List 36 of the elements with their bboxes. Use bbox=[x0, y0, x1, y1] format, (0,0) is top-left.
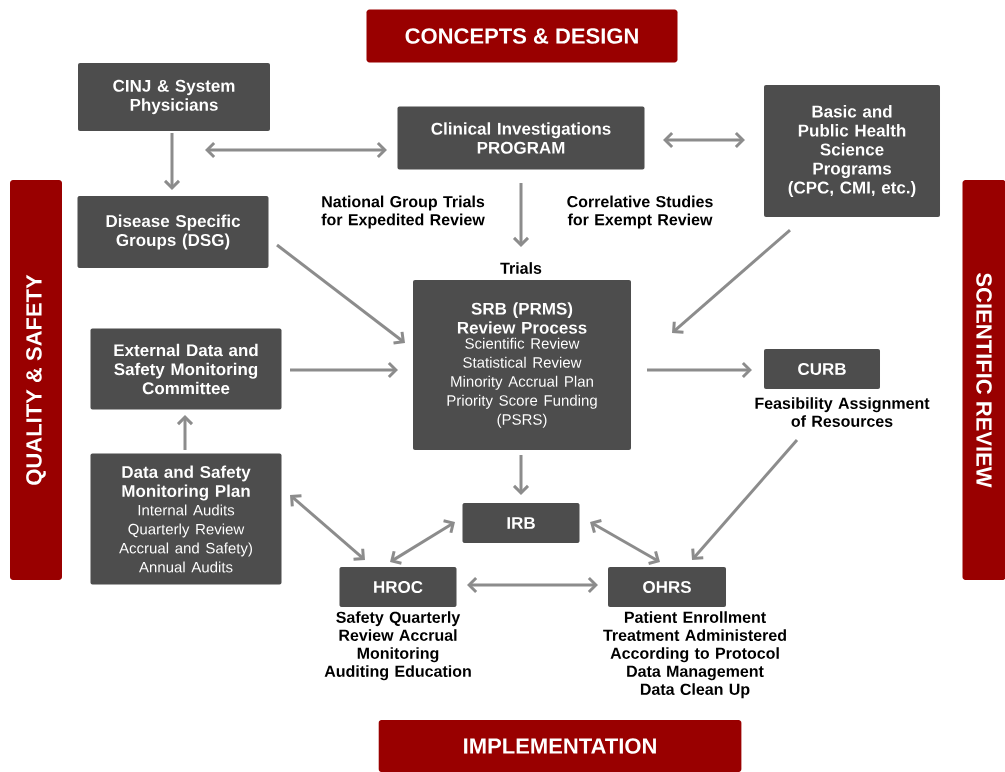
process-box: Data and Safety Monitoring Plan Internal Audits Quarterly Review Accrual and Safety) Annual Audits bbox=[90, 453, 282, 585]
arrow bbox=[663, 131, 745, 149]
arrow bbox=[512, 455, 530, 495]
process-box: External Data and Safety Monitoring Committee bbox=[90, 328, 282, 410]
annotation-text: Correlative Studies for Exempt Review bbox=[567, 195, 713, 229]
process-box: HROC bbox=[339, 567, 457, 607]
process-box: OHRS bbox=[608, 567, 726, 607]
arrow bbox=[276, 243, 405, 345]
process-box: CINJ & System Physicians bbox=[78, 63, 270, 131]
arrow bbox=[176, 415, 194, 450]
process-box: Basic and Public Health Science Programs (CPC, CMI, etc.) bbox=[764, 85, 940, 217]
section-banner: SCIENTIFIC REVIEW bbox=[962, 180, 1005, 580]
arrow bbox=[290, 494, 365, 561]
arrow bbox=[590, 519, 660, 565]
node-caption: Trials bbox=[500, 262, 542, 274]
arrow bbox=[512, 183, 530, 247]
arrow bbox=[691, 439, 799, 560]
process-box: SRB (PRMS) Review Process Scientific Review Statistical Review Minority Accrual Plan Priority Score Funding (PSRS) bbox=[413, 280, 631, 450]
annotation-text: National Group Trials for Expedited Review bbox=[321, 195, 485, 229]
arrow bbox=[467, 576, 598, 594]
process-box: CURB bbox=[764, 349, 880, 389]
arrow bbox=[647, 361, 752, 379]
arrow bbox=[205, 141, 387, 159]
arrow bbox=[390, 519, 455, 565]
node-caption: Patient Enrollment Treatment Administered According to Protocol Data Management Data Clean Up bbox=[603, 611, 786, 699]
node-caption: Safety Quarterly Review Accrual Monitoring Auditing Education bbox=[324, 611, 471, 681]
arrow bbox=[672, 228, 791, 334]
section-banner: IMPLEMENTATION bbox=[378, 720, 742, 772]
process-box: Disease Specific Groups (DSG) bbox=[77, 196, 269, 268]
section-banner: CONCEPTS & DESIGN bbox=[366, 9, 678, 63]
process-box: Clinical Investigations PROGRAM bbox=[397, 106, 645, 170]
section-banner: QUALITY & SAFETY bbox=[10, 180, 62, 580]
process-box: IRB bbox=[462, 503, 580, 543]
arrow bbox=[290, 361, 398, 379]
node-caption: Feasibility Assignment of Resources bbox=[755, 397, 930, 427]
arrow bbox=[163, 133, 181, 190]
